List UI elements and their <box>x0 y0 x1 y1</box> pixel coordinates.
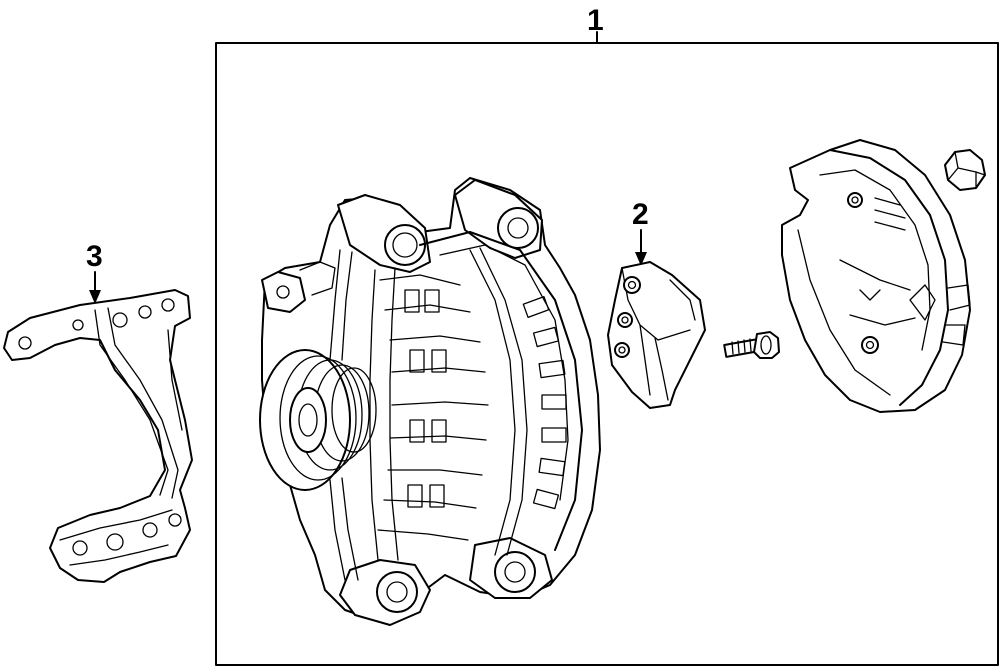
callout-3-arrowhead <box>89 290 101 304</box>
cover-icon[interactable] <box>781 139 971 413</box>
callout-3-label[interactable]: 3 <box>86 240 103 273</box>
bracket-icon[interactable] <box>3 289 193 583</box>
regulator-icon[interactable] <box>607 261 706 409</box>
alternator-icon[interactable] <box>259 177 601 626</box>
callout-2-label[interactable]: 2 <box>632 198 649 231</box>
bolt-icon[interactable] <box>723 331 780 359</box>
nut-icon[interactable] <box>944 149 986 191</box>
callout-2-arrowhead <box>635 252 647 266</box>
assembly-frame <box>215 42 999 666</box>
callout-1-label[interactable]: 1 <box>587 4 604 37</box>
